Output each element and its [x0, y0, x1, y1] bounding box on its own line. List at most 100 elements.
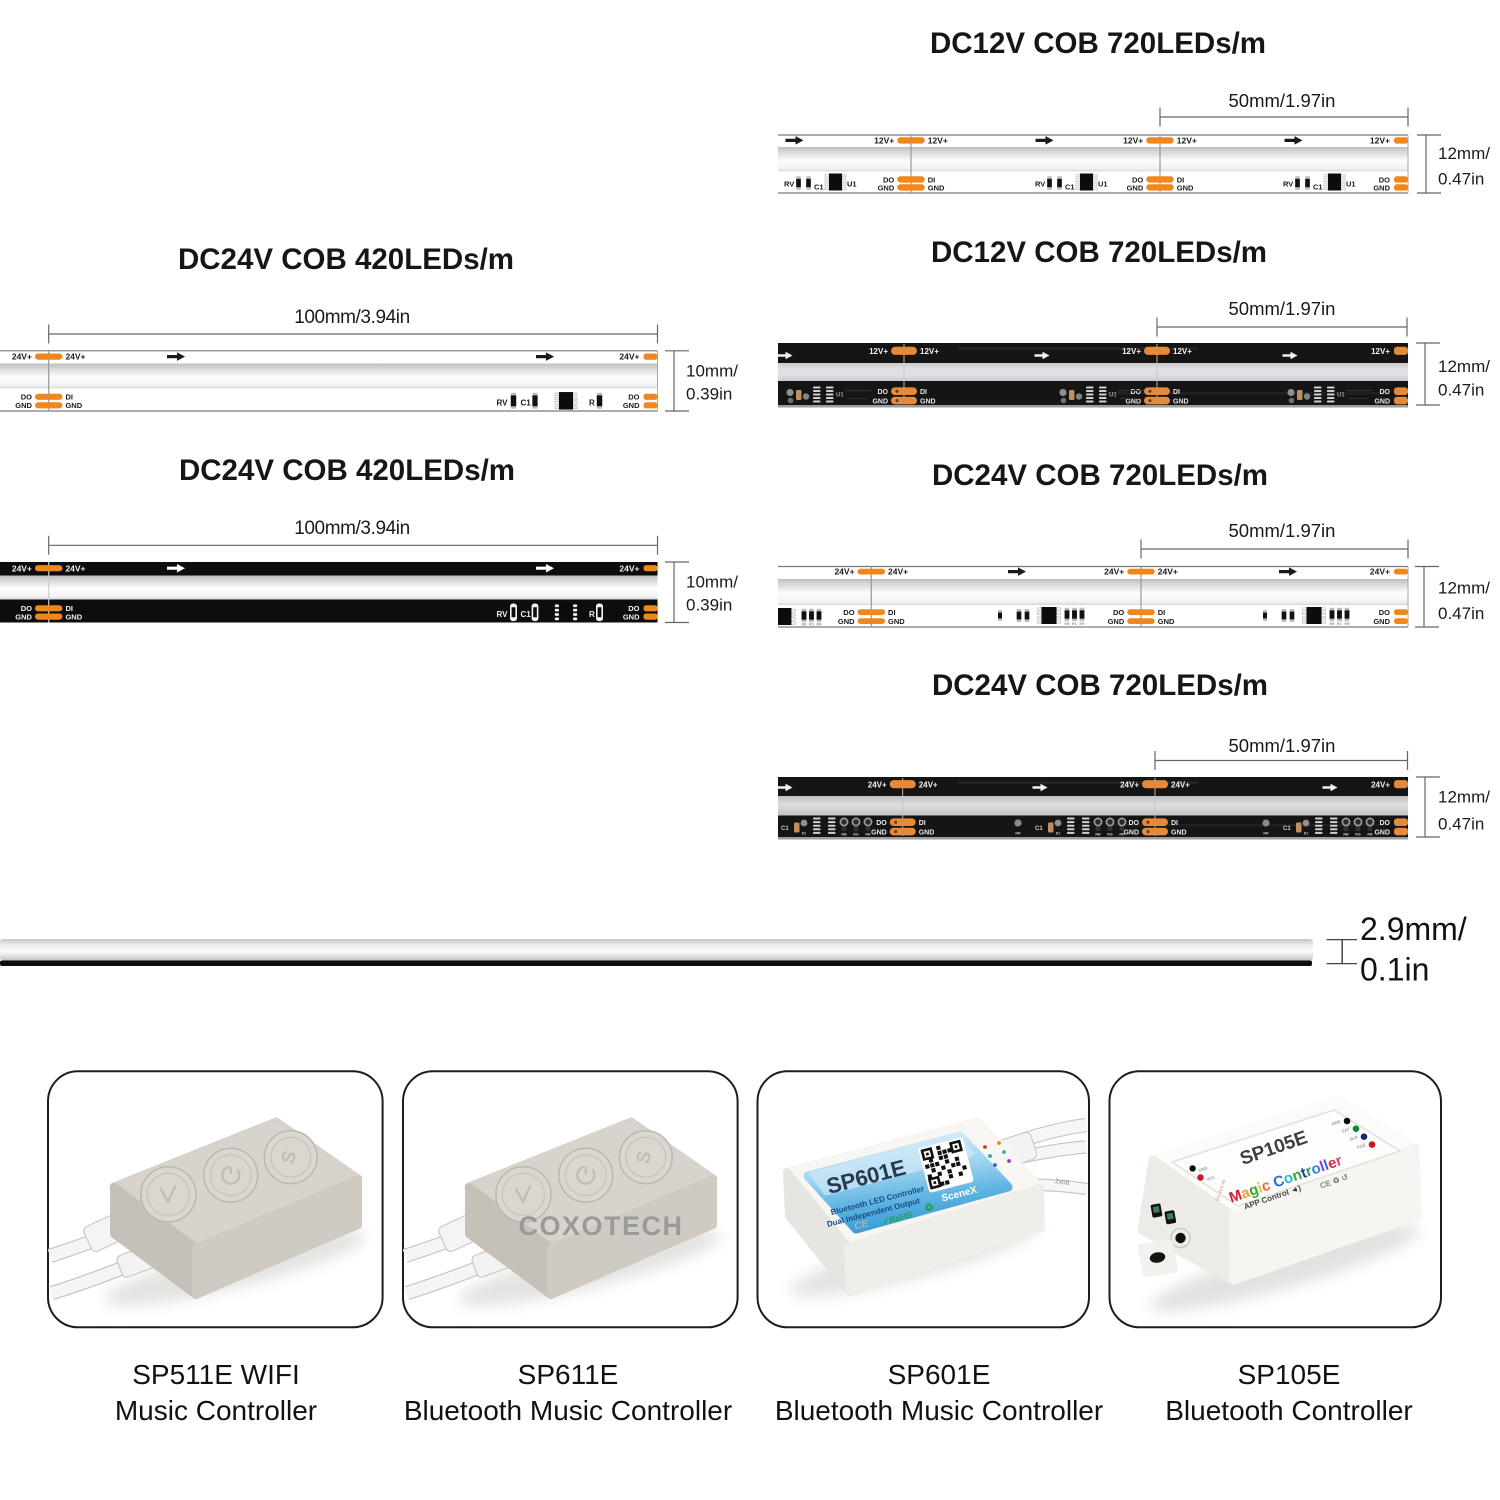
svg-text:C1: C1: [781, 826, 789, 832]
svg-text:24V+: 24V+: [1104, 567, 1124, 577]
svg-text:R: R: [589, 610, 595, 619]
svg-text:DO: DO: [883, 175, 894, 184]
svg-text:GND: GND: [1108, 617, 1125, 626]
svg-text:GND: GND: [1127, 183, 1144, 192]
svg-text:100mm/3.94in: 100mm/3.94in: [294, 518, 410, 539]
svg-text:GND: GND: [15, 401, 32, 410]
svg-text:0.39in: 0.39in: [686, 596, 732, 615]
svg-text:12V+: 12V+: [1177, 136, 1197, 146]
svg-text:C1: C1: [1035, 826, 1043, 832]
svg-text:12V+: 12V+: [869, 347, 888, 356]
svg-text:RV: RV: [1283, 180, 1293, 189]
svg-text:12V+: 12V+: [1122, 347, 1141, 356]
svg-text:12V+: 12V+: [1123, 136, 1143, 146]
svg-text:24V+: 24V+: [888, 567, 908, 577]
svg-text:12mm/: 12mm/: [1438, 788, 1490, 807]
svg-text:DC24V COB 420LEDs/m: DC24V COB 420LEDs/m: [178, 243, 514, 276]
svg-text:R1: R1: [1056, 832, 1061, 836]
svg-text:DI: DI: [1171, 820, 1178, 827]
svg-text:C1: C1: [1283, 826, 1291, 832]
svg-text:DI: DI: [919, 820, 926, 827]
svg-text:SAT: SAT: [1341, 1126, 1351, 1133]
svg-text:GND: GND: [15, 613, 32, 622]
svg-text:DO: DO: [628, 393, 639, 402]
svg-text:DO: DO: [876, 820, 887, 827]
svg-text:DO: DO: [1379, 175, 1390, 184]
svg-text:VCC: VCC: [1206, 1174, 1216, 1182]
svg-text:RR: RR: [1015, 832, 1021, 836]
svg-text:DO: DO: [1131, 389, 1142, 396]
svg-text:S: S: [278, 1149, 302, 1167]
svg-text:RR: RR: [816, 623, 822, 627]
svg-text:RR: RR: [1079, 622, 1085, 626]
svg-text:RB: RB: [1343, 833, 1349, 837]
svg-text:GND: GND: [1373, 617, 1390, 626]
svg-text:C1: C1: [1065, 183, 1075, 192]
svg-text:SP511E WIFI: SP511E WIFI: [132, 1359, 300, 1390]
svg-text:DO: DO: [1380, 820, 1391, 827]
svg-text:C1: C1: [521, 610, 532, 619]
svg-text:RR: RR: [1367, 833, 1373, 837]
svg-text:DO: DO: [878, 389, 889, 396]
svg-text:Music Controller: Music Controller: [115, 1395, 317, 1426]
svg-text:DO: DO: [1129, 820, 1140, 827]
svg-text:RR: RR: [1263, 832, 1269, 836]
svg-text:24V+: 24V+: [1158, 567, 1178, 577]
svg-text:Magic Controller: Magic Controller: [1227, 1152, 1345, 1207]
svg-text:GND: GND: [65, 613, 82, 622]
svg-text:24V+: 24V+: [65, 563, 85, 573]
svg-text:12V+: 12V+: [928, 136, 948, 146]
svg-text:GND: GND: [920, 399, 936, 406]
svg-text:RB: RB: [841, 833, 847, 837]
svg-text:RB: RB: [1095, 833, 1101, 837]
svg-text:SP611E: SP611E: [518, 1359, 619, 1390]
svg-text:Bluetooth Controller: Bluetooth Controller: [1165, 1395, 1412, 1426]
svg-text:RG: RG: [1355, 833, 1361, 837]
svg-text:DO: DO: [21, 604, 32, 613]
svg-text:R1: R1: [802, 832, 807, 836]
svg-text:U1: U1: [1109, 393, 1117, 399]
svg-text:C1: C1: [521, 398, 532, 407]
svg-text:50mm/1.97in: 50mm/1.97in: [1229, 520, 1336, 541]
svg-text:DI: DI: [65, 393, 73, 402]
svg-text:24V+: 24V+: [12, 563, 32, 573]
svg-text:RG: RG: [853, 833, 859, 837]
svg-text:24V+: 24V+: [834, 567, 854, 577]
svg-text:RR: RR: [865, 833, 871, 837]
svg-text:GND: GND: [888, 617, 905, 626]
svg-text:24V+: 24V+: [1370, 567, 1390, 577]
svg-text:R: R: [589, 398, 595, 407]
svg-text:RR: RR: [1344, 622, 1350, 626]
svg-text:50mm/1.97in: 50mm/1.97in: [1229, 90, 1336, 111]
svg-text:GND: GND: [1198, 1165, 1208, 1173]
svg-text:GND: GND: [623, 401, 640, 410]
svg-text:GND: GND: [1123, 830, 1139, 837]
svg-text:DC12V COB 720LEDs/m: DC12V COB 720LEDs/m: [931, 236, 1267, 269]
svg-text:DI: DI: [1177, 175, 1185, 184]
svg-text:DO: DO: [1113, 608, 1124, 617]
svg-text:12V+: 12V+: [1370, 136, 1390, 146]
svg-text:0.39in: 0.39in: [686, 385, 732, 404]
svg-text:0.47in: 0.47in: [1438, 170, 1484, 189]
svg-text:0.47in: 0.47in: [1438, 815, 1484, 834]
svg-text:12V+: 12V+: [1173, 347, 1192, 356]
svg-text:24V+: 24V+: [65, 352, 85, 362]
svg-text:GND: GND: [1374, 399, 1390, 406]
svg-text:C1: C1: [1313, 183, 1323, 192]
svg-text:GND: GND: [1125, 399, 1141, 406]
svg-text:DO: DO: [1132, 175, 1143, 184]
svg-text:GND: GND: [1173, 399, 1189, 406]
svg-text:DI: DI: [920, 389, 927, 396]
svg-text:DO: DO: [628, 604, 639, 613]
svg-text:24V+: 24V+: [1171, 780, 1190, 789]
svg-text:RC: RC: [809, 623, 815, 627]
svg-text:U1: U1: [1346, 180, 1356, 189]
svg-text:Bluetooth Music Controller: Bluetooth Music Controller: [404, 1395, 732, 1426]
svg-text:GND: GND: [878, 183, 895, 192]
svg-text:12mm/: 12mm/: [1438, 144, 1490, 163]
svg-text:10mm/: 10mm/: [686, 573, 738, 592]
svg-text:SLR: SLR: [1349, 1134, 1359, 1141]
svg-text:GND: GND: [919, 830, 935, 837]
svg-text:RB: RB: [1329, 622, 1335, 626]
svg-text:GND: GND: [838, 617, 855, 626]
